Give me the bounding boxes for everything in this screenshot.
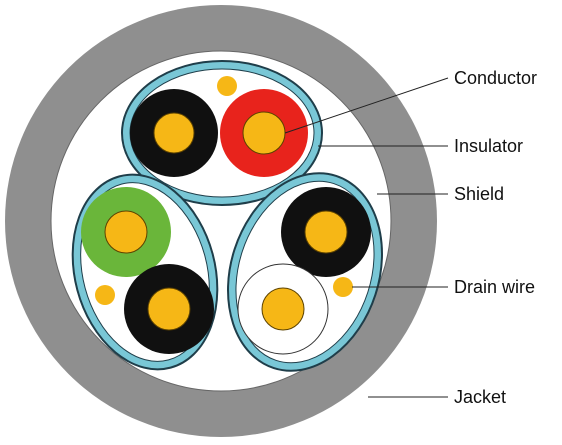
conductor-left-bottom [147, 287, 191, 331]
conductor-left-top [104, 210, 148, 254]
conductor-top-left [153, 112, 195, 154]
conductor-leader-line [284, 77, 449, 134]
drain-wire-left [95, 285, 115, 305]
drain-wire-top [217, 76, 237, 96]
drain-wire-right [333, 277, 353, 297]
conductor-right-top [304, 210, 348, 254]
conductor-top-right [242, 111, 286, 155]
drain-wire-label: Drain wire [454, 277, 535, 297]
insulator-label: Insulator [454, 136, 523, 156]
conductor-label: Conductor [454, 68, 537, 88]
jacket-label: Jacket [454, 387, 506, 407]
conductor-right-bottom [261, 287, 305, 331]
shield-label: Shield [454, 184, 504, 204]
